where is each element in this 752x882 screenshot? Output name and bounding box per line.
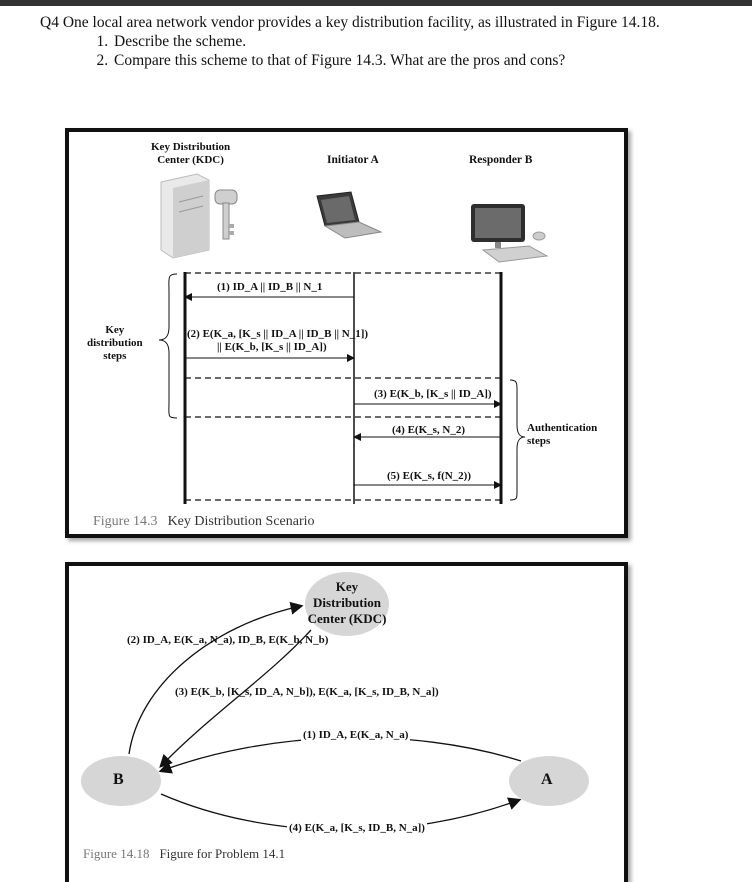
figure-14-3-caption: Figure 14.3 Key Distribution Scenario xyxy=(93,514,315,530)
message-4: (4) E(K_s, N_2) xyxy=(392,424,466,436)
server-icon xyxy=(160,173,210,259)
key-steps-line1: Key xyxy=(105,324,125,336)
caption-number: Figure 14.3 xyxy=(93,514,158,529)
auth-steps-line1: Authentication xyxy=(527,422,598,434)
authentication-steps-label: Authentication steps xyxy=(527,422,597,448)
figure-14-3: Key Distribution Center (KDC) Initiator … xyxy=(65,128,628,538)
key-distribution-steps-label: Key distribution steps xyxy=(87,324,143,363)
key-distribution-brace xyxy=(158,273,178,419)
node-a-label: A xyxy=(541,771,553,788)
arrow-m3 xyxy=(159,629,312,768)
top-bar xyxy=(0,0,752,6)
question-title: Q4 One local area network vendor provide… xyxy=(40,14,660,31)
kdc-label-line1: Key Distribution xyxy=(151,141,231,153)
message-5: (5) E(K_s, f(N_2)) xyxy=(387,470,472,482)
desktop-computer-icon xyxy=(471,204,549,263)
kdc-node-line1: Key xyxy=(335,579,359,594)
message-2: (2) ID_A, E(K_a, N_a), ID_B, E(K_b, N_b) xyxy=(127,634,329,646)
key-steps-line3: steps xyxy=(103,350,127,362)
sequence-diagram xyxy=(158,173,549,504)
key-icon xyxy=(214,189,238,240)
message-2-line2: || E(K_b, [K_s || ID_A]) xyxy=(217,341,327,353)
question-block: Q4 One local area network vendor provide… xyxy=(40,13,740,70)
caption-text: Figure for Problem 14.1 xyxy=(159,846,286,861)
message-1: (1) ID_A || ID_B || N_1 xyxy=(217,281,323,293)
authentication-brace xyxy=(509,379,526,501)
kdc-node-line3: Center (KDC) xyxy=(307,611,387,626)
kdc-node xyxy=(305,572,389,636)
question-item: Describe the scheme. xyxy=(112,32,740,51)
initiator-label: Initiator A xyxy=(327,154,379,166)
arrow-m1 xyxy=(158,736,522,774)
node-b-label: B xyxy=(113,771,124,788)
figure-14-18-caption: Figure 14.18 Figure for Problem 14.1 xyxy=(83,846,285,862)
auth-steps-line2: steps xyxy=(527,435,551,447)
caption-text: Key Distribution Scenario xyxy=(167,514,315,529)
question-list: Describe the scheme. Compare this scheme… xyxy=(40,32,740,70)
question-item: Compare this scheme to that of Figure 14… xyxy=(112,51,740,70)
message-3: (3) E(K_b, [K_s, ID_A, N_b]), E(K_a, [K_… xyxy=(175,686,439,698)
message-2-line1: (2) E(K_a, [K_s || ID_A || ID_B || N_1]) xyxy=(187,328,369,340)
kdc-node-label: Key Distribution Center (KDC) xyxy=(305,579,389,627)
kdc-node-line2: Distribution xyxy=(313,595,381,610)
responder-label: Responder B xyxy=(469,154,533,166)
message-3: (3) E(K_b, [K_s || ID_A]) xyxy=(374,388,492,400)
figure-14-18: Key Distribution Center (KDC) B A (2) ID… xyxy=(65,562,628,882)
message-4: (4) E(K_a, [K_s, ID_B, N_a]) xyxy=(287,822,427,835)
kdc-label-line2: Center (KDC) xyxy=(157,154,224,166)
node-a xyxy=(509,756,589,806)
step-separators xyxy=(185,272,501,501)
key-steps-line2: distribution xyxy=(87,337,143,349)
arrow-m2 xyxy=(128,601,304,755)
laptop-icon xyxy=(316,191,383,239)
message-1: (1) ID_A, E(K_a, N_a) xyxy=(301,729,411,742)
node-b xyxy=(81,756,161,806)
caption-number: Figure 14.18 xyxy=(83,846,150,861)
kdc-label: Key Distribution Center (KDC) xyxy=(151,141,230,167)
